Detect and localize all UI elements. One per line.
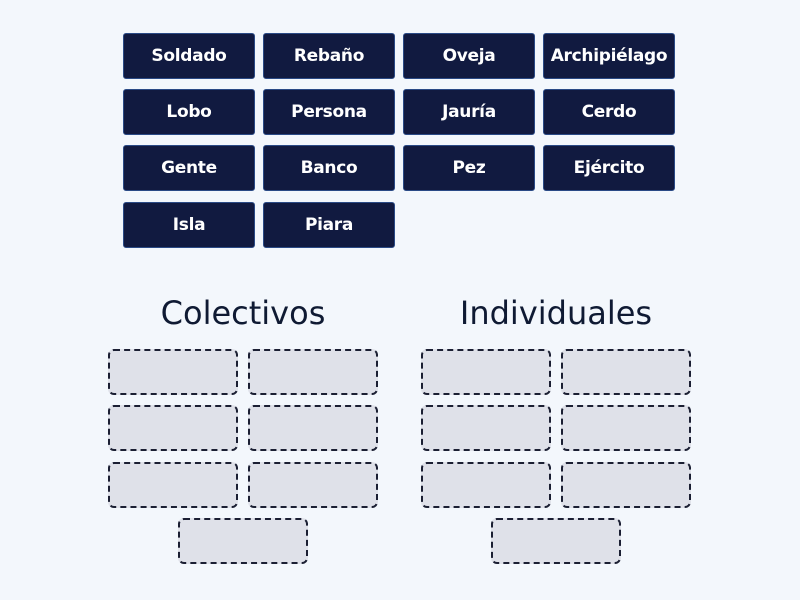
drop-zone-individuales[interactable] bbox=[421, 405, 551, 451]
word-tile[interactable]: Banco bbox=[263, 145, 395, 191]
drop-zone-individuales[interactable] bbox=[561, 349, 691, 395]
drop-zone-individuales[interactable] bbox=[491, 518, 621, 564]
word-tile[interactable]: Isla bbox=[123, 202, 255, 248]
word-tile[interactable]: Persona bbox=[263, 89, 395, 135]
drop-zone-colectivos[interactable] bbox=[108, 462, 238, 508]
drop-zone-colectivos[interactable] bbox=[248, 405, 378, 451]
drop-zone-colectivos[interactable] bbox=[178, 518, 308, 564]
word-tile[interactable]: Jauría bbox=[403, 89, 535, 135]
drop-zone-colectivos[interactable] bbox=[248, 462, 378, 508]
drop-zone-colectivos[interactable] bbox=[108, 349, 238, 395]
group-heading-colectivos: Colectivos bbox=[160, 294, 326, 332]
word-tile[interactable]: Gente bbox=[123, 145, 255, 191]
word-tile[interactable]: Oveja bbox=[403, 33, 535, 79]
group-heading-individuales: Individuales bbox=[459, 294, 653, 332]
drop-zone-individuales[interactable] bbox=[421, 462, 551, 508]
word-tile[interactable]: Ejército bbox=[543, 145, 675, 191]
word-tile[interactable]: Piara bbox=[263, 202, 395, 248]
drop-zone-individuales[interactable] bbox=[561, 405, 691, 451]
word-tile[interactable]: Lobo bbox=[123, 89, 255, 135]
drop-zone-colectivos[interactable] bbox=[108, 405, 238, 451]
word-tile[interactable]: Cerdo bbox=[543, 89, 675, 135]
drop-zone-individuales[interactable] bbox=[561, 462, 691, 508]
word-tile[interactable]: Pez bbox=[403, 145, 535, 191]
word-tile[interactable]: Archipiélago bbox=[543, 33, 675, 79]
drop-zone-colectivos[interactable] bbox=[248, 349, 378, 395]
word-tile[interactable]: Soldado bbox=[123, 33, 255, 79]
drop-zone-individuales[interactable] bbox=[421, 349, 551, 395]
word-tile[interactable]: Rebaño bbox=[263, 33, 395, 79]
